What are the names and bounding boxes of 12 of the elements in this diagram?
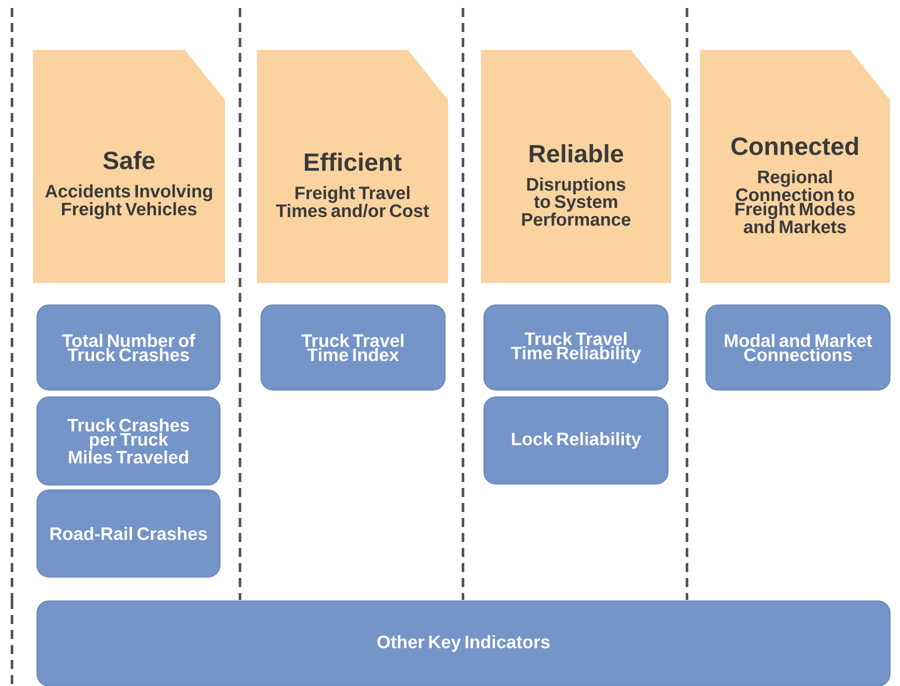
category-card: Reliable Disruptions to System Performance <box>481 50 671 283</box>
indicator-box: Truck Travel Time Reliability <box>484 304 668 390</box>
indicator-box: Truck Travel Time Index <box>260 304 446 390</box>
category-card: Efficient Freight Travel Times and/or Cost <box>257 50 448 283</box>
indicator-box: Lock Reliability <box>484 396 668 484</box>
category-card: Safe Accidents Involving Freight Vehicles <box>33 50 225 283</box>
indicator-box: Road-Rail Crashes <box>36 490 220 578</box>
indicator-box: Total Number of Truck Crashes <box>36 304 220 390</box>
indicator-bar: Other Key Indicators <box>36 600 890 686</box>
indicator-box: Modal and Market Connections <box>706 304 890 390</box>
indicator-box: Truck Crashes per Truck Miles Traveled <box>36 396 220 486</box>
category-card: Connected Regional Connection to Freight Modes and Markets <box>700 50 890 283</box>
